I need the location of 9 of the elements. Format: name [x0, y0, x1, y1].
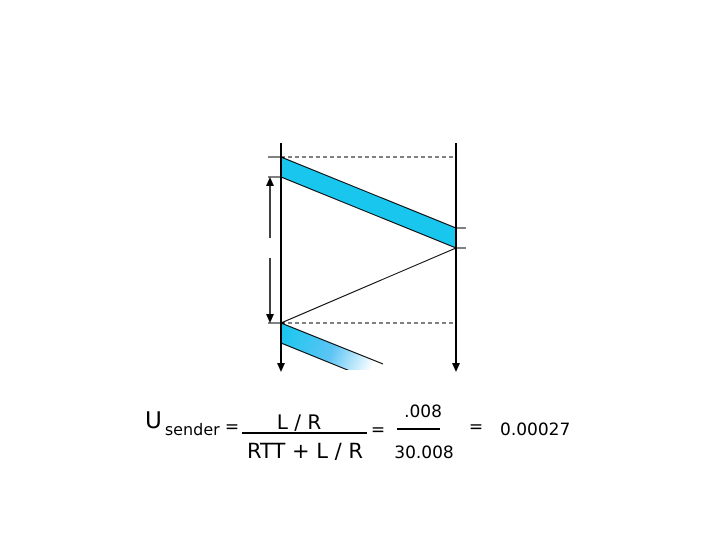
- denominator: RTT + L / R: [247, 441, 363, 462]
- result-value: 0.00027: [500, 422, 570, 439]
- numerator: L / R: [276, 412, 322, 432]
- equals-sign: =: [370, 422, 386, 439]
- equals-sign: =: [468, 419, 484, 436]
- equals-sign: =: [224, 419, 240, 436]
- numerator: .008: [404, 404, 442, 421]
- utilization-symbol: U$_{sender}$: [145, 410, 220, 438]
- denominator: 30.008: [394, 445, 454, 462]
